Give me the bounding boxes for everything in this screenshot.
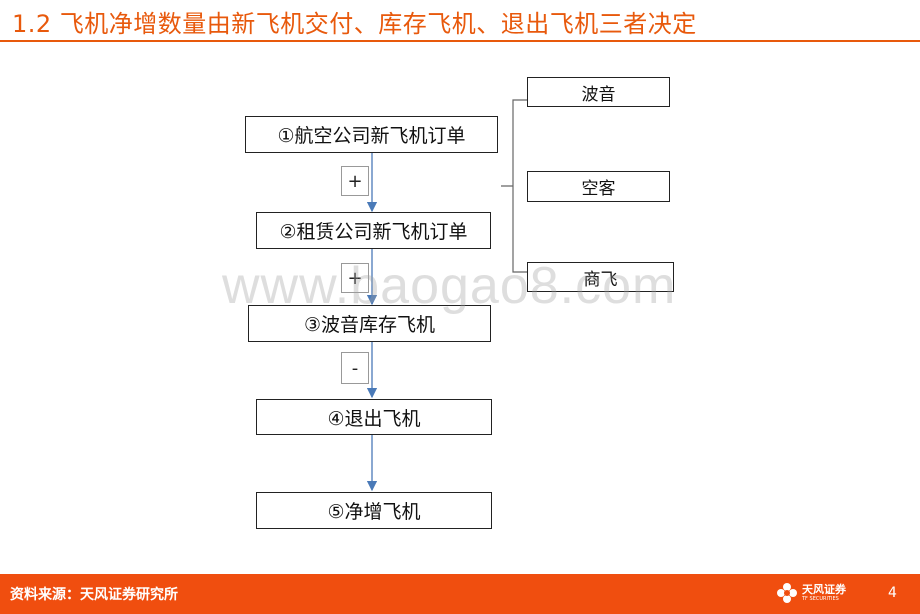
retired-aircraft-label: ④退出飞机: [327, 407, 421, 430]
page-number: 4: [888, 585, 897, 601]
retired-aircraft-box: ④退出飞机: [256, 399, 492, 435]
net-increase-label: ⑤净增飞机: [327, 501, 421, 523]
slide-title: 1.2 飞机净增数量由新飞机交付、库存飞机、退出飞机三者决定: [12, 10, 697, 38]
boeing-inventory-box: ③波音库存飞机: [248, 305, 491, 342]
plus-sign-1: +: [341, 166, 369, 196]
source-note: 资料来源：天风证券研究所: [10, 587, 178, 603]
manufacturer-comac-label: 商飞: [583, 269, 618, 290]
leasing-orders-label: ②租赁公司新飞机订单: [279, 221, 468, 243]
title-underline: [0, 40, 920, 42]
footer-bar: 资料来源：天风证券研究所 天风证券 TF SECURITIES 4: [0, 574, 920, 614]
plus-sign-2: +: [341, 263, 369, 293]
logo-subtitle: TF SECURITIES: [802, 596, 839, 602]
minus-sign: -: [341, 352, 369, 384]
manufacturer-airbus-box: 空客: [527, 171, 670, 202]
airline-orders-box: ①航空公司新飞机订单: [245, 116, 498, 153]
manufacturer-bracket: [501, 99, 527, 273]
manufacturer-airbus-label: 空客: [581, 179, 616, 199]
boeing-inventory-label: ③波音库存飞机: [303, 314, 436, 336]
airline-orders-label: ①航空公司新飞机订单: [277, 125, 466, 147]
manufacturer-comac-box: 商飞: [527, 262, 674, 292]
flower-logo-icon: [777, 583, 797, 603]
logo-name: 天风证券: [802, 583, 846, 596]
manufacturer-boeing-box: 波音: [527, 77, 670, 107]
net-increase-box: ⑤净增飞机: [256, 492, 492, 529]
leasing-orders-box: ②租赁公司新飞机订单: [256, 212, 491, 249]
manufacturer-boeing-label: 波音: [581, 84, 616, 105]
company-logo: 天风证券 TF SECURITIES: [776, 582, 846, 604]
